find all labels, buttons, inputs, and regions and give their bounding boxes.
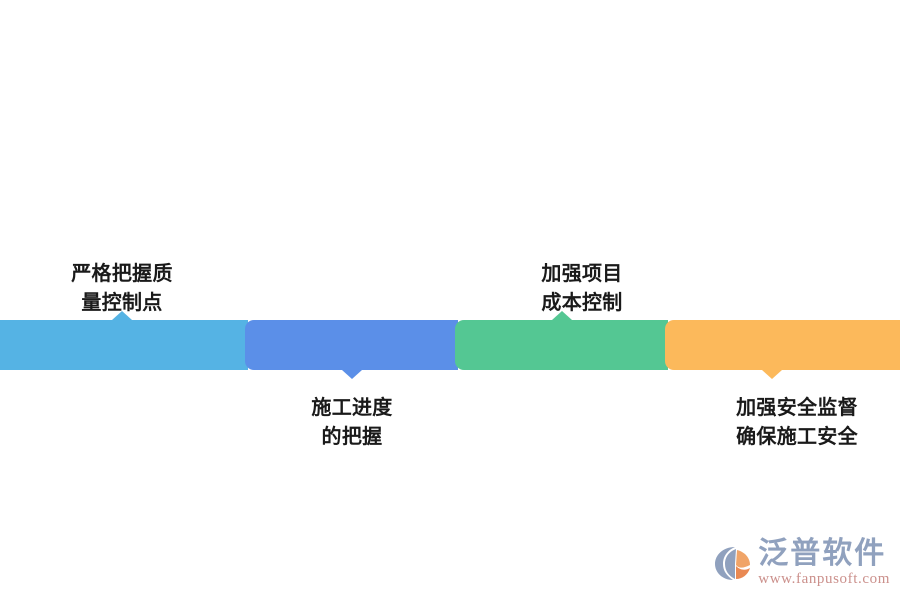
band-segment-safety[interactable] <box>665 320 900 379</box>
callout-label-schedule: 施工进度 的把握 <box>311 397 393 448</box>
watermark-text: 泛普软件 www.fanpusoft.com <box>758 538 890 588</box>
pointer-down-icon-schedule <box>342 370 362 379</box>
watermark-brand-name: 泛普软件 <box>758 536 887 571</box>
band-segment-cost[interactable] <box>455 311 668 370</box>
pointer-up-icon-quality <box>112 311 132 320</box>
fanpu-logo-icon <box>715 547 751 580</box>
watermark: 泛普软件 www.fanpusoft.com <box>714 538 890 588</box>
callout-label-quality: 严格把握质 量控制点 <box>71 263 173 314</box>
watermark-url: www.fanpusoft.com <box>758 571 890 587</box>
callout-label-cost: 加强项目 成本控制 <box>541 263 623 314</box>
callout-label-safety: 加强安全监督 确保施工安全 <box>736 397 858 448</box>
segment-band <box>0 311 900 379</box>
band-segment-quality[interactable] <box>0 311 248 370</box>
band-segment-schedule[interactable] <box>245 320 458 379</box>
pointer-up-icon-cost <box>552 311 572 320</box>
pointer-down-icon-safety <box>762 370 782 379</box>
